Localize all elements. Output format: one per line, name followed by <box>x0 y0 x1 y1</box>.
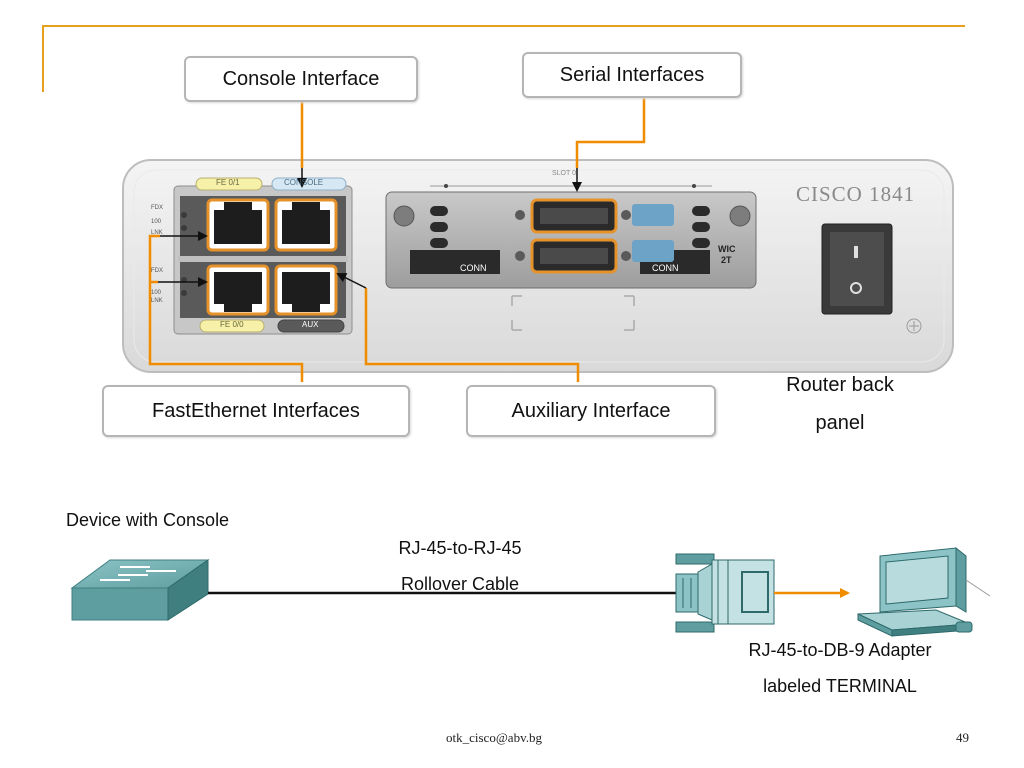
port-label-aux: AUX <box>302 320 319 329</box>
router-back-panel <box>122 159 954 373</box>
cable-caption: RJ-45-to-RJ-45 Rollover Cable <box>360 530 560 602</box>
auxiliary-interface-label: Auxiliary Interface <box>511 399 671 422</box>
led-label-top-100: 100 <box>151 219 162 225</box>
slide-accent-frame <box>42 25 965 92</box>
serial-interfaces-label: Serial Interfaces <box>559 63 705 86</box>
aux-port <box>274 264 338 316</box>
empty-slot-outline <box>511 295 635 331</box>
fastethernet-interfaces-callout: FastEthernet Interfaces <box>102 385 410 437</box>
fe-0-0-port <box>206 264 270 316</box>
conn-label-left: CONN <box>460 263 487 273</box>
router-model-label: CISCO 1841 <box>796 182 916 206</box>
callout-arrows <box>158 168 582 289</box>
wic-type-label: 2T <box>721 255 732 265</box>
led-label-bottom-fdx: FDX <box>151 268 163 274</box>
page-number: 49 <box>956 730 969 745</box>
device-with-console-label: Device with Console <box>66 510 230 530</box>
pc-terminal <box>857 546 991 637</box>
power-switch <box>821 223 893 315</box>
footer-email: otk_cisco@abv.bg <box>446 730 542 745</box>
serial-port-0 <box>530 198 618 234</box>
console-interface-label: Console Interface <box>222 67 380 90</box>
slot-label: SLOT 0 <box>552 170 576 177</box>
serial-port-1 <box>530 238 618 274</box>
serial-interfaces-callout: Serial Interfaces <box>522 52 742 98</box>
led-label-bottom-100: 100 <box>151 290 162 296</box>
led-label-bottom-lnk: LNK <box>151 298 163 304</box>
fastethernet-interfaces-label: FastEthernet Interfaces <box>152 399 360 422</box>
auxiliary-interface-callout: Auxiliary Interface <box>466 385 716 437</box>
router-caption-line2: panel <box>815 412 865 434</box>
adapter-caption: RJ-45-to-DB-9 Adapter labeled TERMINAL <box>700 632 980 704</box>
conn-label-right: CONN <box>652 263 679 273</box>
cable-caption-line1: RJ-45-to-RJ-45 <box>398 538 522 558</box>
fe-0-1-port <box>206 198 270 252</box>
adapter-caption-line1: RJ-45-to-DB-9 Adapter <box>748 640 932 660</box>
router-caption-line1: Router back <box>786 374 894 396</box>
led-label-top-lnk: LNK <box>151 230 163 236</box>
db9-adapter <box>675 553 775 633</box>
cable-caption-line2: Rollover Cable <box>400 574 520 594</box>
console-interface-callout: Console Interface <box>184 56 418 102</box>
led-label-top-fdx: FDX <box>151 205 163 211</box>
port-label-fe-0-1: FE 0/1 <box>216 178 240 187</box>
console-port <box>274 198 338 252</box>
adapter-caption-line2: labeled TERMINAL <box>763 676 917 696</box>
callout-lines <box>148 98 646 382</box>
router-caption: Router back panel <box>780 366 900 442</box>
port-module <box>173 177 353 335</box>
switch-device <box>70 559 210 621</box>
port-label-console: CONSOLE <box>284 178 324 187</box>
wic-card <box>385 191 757 289</box>
port-label-fe-0-0: FE 0/0 <box>220 320 244 329</box>
wic-label: WIC <box>718 244 736 254</box>
